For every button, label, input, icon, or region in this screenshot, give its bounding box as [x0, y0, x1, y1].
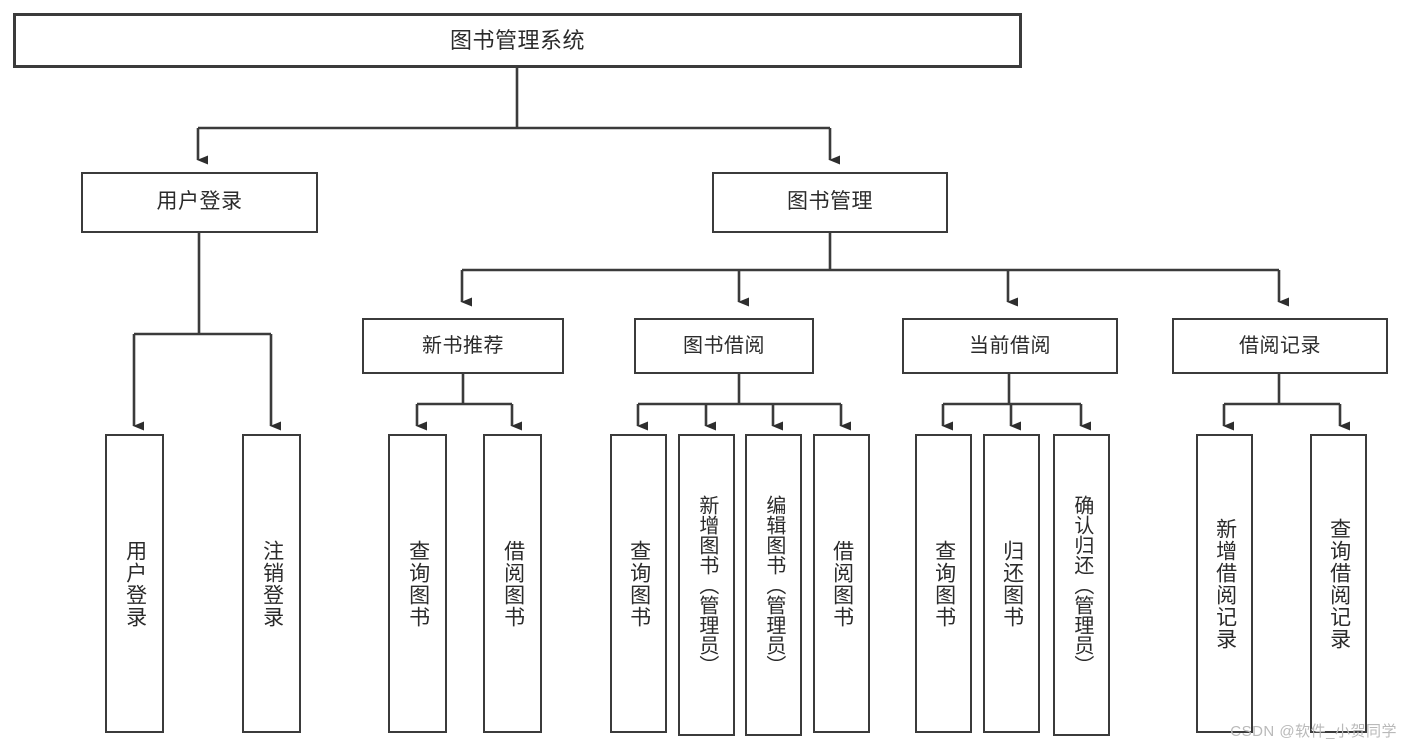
leaf-logout-label: 注销登录	[260, 539, 284, 628]
leaf-query-borrow-record[interactable]: 查询借阅记录	[1310, 434, 1367, 733]
leaf-edit-book-admin[interactable]: 编辑图书（管理员）	[745, 434, 802, 736]
leaf-borrow-book[interactable]: 借阅图书	[813, 434, 870, 733]
leaf-query-book-borrow-label: 查询图书	[627, 539, 651, 628]
leaf-query-borrow-record-label: 查询借阅记录	[1327, 517, 1351, 650]
leaf-borrow-book-recommend-label: 借阅图书	[501, 539, 525, 628]
node-borrow-record[interactable]: 借阅记录	[1172, 318, 1388, 374]
node-new-book-recommend[interactable]: 新书推荐	[362, 318, 564, 374]
node-current-borrow[interactable]: 当前借阅	[902, 318, 1118, 374]
node-book-management-label: 图书管理	[787, 190, 873, 214]
node-root[interactable]: 图书管理系统	[13, 13, 1022, 68]
node-user-login[interactable]: 用户登录	[81, 172, 318, 233]
leaf-add-borrow-record[interactable]: 新增借阅记录	[1196, 434, 1253, 733]
leaf-return-book[interactable]: 归还图书	[983, 434, 1040, 733]
node-current-borrow-label: 当前借阅	[969, 334, 1051, 357]
leaf-logout[interactable]: 注销登录	[242, 434, 301, 733]
leaf-query-book-current-label: 查询图书	[932, 539, 956, 628]
leaf-query-book-recommend-label: 查询图书	[406, 539, 430, 628]
leaf-add-book-admin-label: 新增图书（管理员）	[695, 495, 718, 675]
leaf-query-book-current[interactable]: 查询图书	[915, 434, 972, 733]
node-book-management[interactable]: 图书管理	[712, 172, 948, 233]
node-root-label: 图书管理系统	[449, 27, 585, 53]
leaf-add-borrow-record-label: 新增借阅记录	[1213, 517, 1237, 650]
leaf-borrow-book-recommend[interactable]: 借阅图书	[483, 434, 542, 733]
node-book-borrow-label: 图书借阅	[683, 334, 765, 357]
leaf-return-book-label: 归还图书	[1000, 539, 1024, 628]
node-book-borrow[interactable]: 图书借阅	[634, 318, 814, 374]
node-new-book-recommend-label: 新书推荐	[422, 334, 504, 357]
node-user-login-label: 用户登录	[156, 190, 243, 214]
leaf-confirm-return-admin-label: 确认归还（管理员）	[1070, 495, 1093, 675]
leaf-confirm-return-admin[interactable]: 确认归还（管理员）	[1053, 434, 1110, 736]
leaf-edit-book-admin-label: 编辑图书（管理员）	[762, 495, 785, 675]
leaf-user-login[interactable]: 用户登录	[105, 434, 164, 733]
leaf-borrow-book-label: 借阅图书	[830, 539, 854, 628]
node-borrow-record-label: 借阅记录	[1239, 334, 1321, 357]
leaf-user-login-label: 用户登录	[123, 539, 147, 628]
leaf-query-book-recommend[interactable]: 查询图书	[388, 434, 447, 733]
leaf-query-book-borrow[interactable]: 查询图书	[610, 434, 667, 733]
leaf-add-book-admin[interactable]: 新增图书（管理员）	[678, 434, 735, 736]
